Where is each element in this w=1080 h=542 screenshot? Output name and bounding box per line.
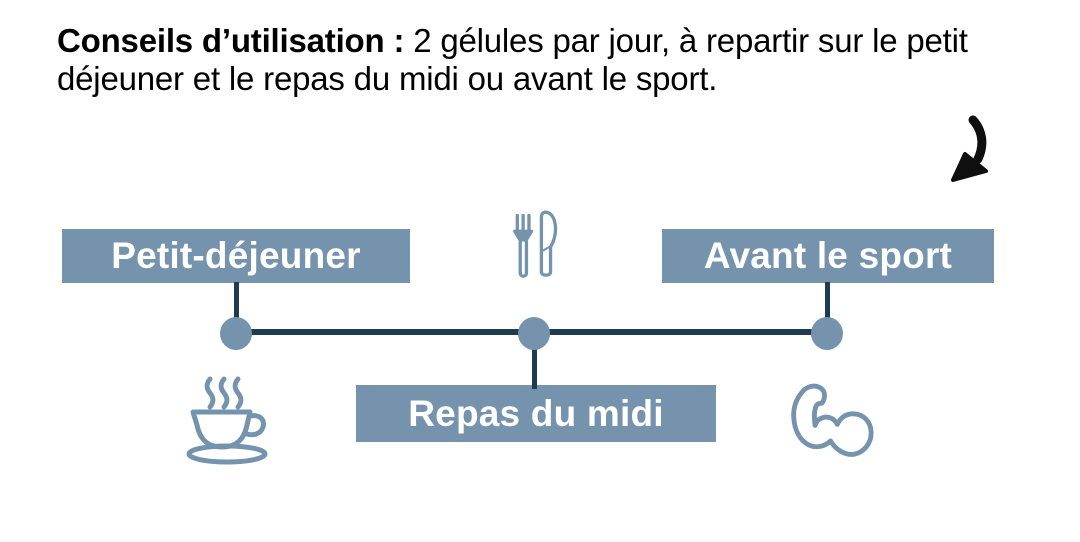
sport-timeline-dot bbox=[811, 317, 843, 350]
usage-instructions-text: Conseils d’utilisation : 2 gélules par j… bbox=[57, 22, 1047, 98]
fork-and-knife-icon bbox=[513, 210, 558, 278]
curved-down-arrow-icon bbox=[951, 115, 988, 182]
lunch-connector-line bbox=[532, 345, 537, 389]
breakfast-connector-line bbox=[234, 282, 239, 334]
sport-connector-line bbox=[825, 282, 830, 334]
usage-instructions-heading: Conseils d’utilisation : bbox=[57, 22, 405, 59]
usage-instructions-body: 2 gélules par jour, à repartir sur le pe… bbox=[57, 22, 968, 97]
breakfast-timeline-dot bbox=[220, 317, 252, 350]
coffee-cup-icon bbox=[186, 376, 268, 465]
breakfast-label: Petit-déjeuner bbox=[62, 229, 410, 283]
flexed-bicep-icon bbox=[791, 383, 874, 457]
lunch-label: Repas du midi bbox=[356, 385, 716, 442]
before-sport-label: Avant le sport bbox=[662, 229, 994, 283]
lunch-timeline-dot bbox=[518, 317, 550, 350]
